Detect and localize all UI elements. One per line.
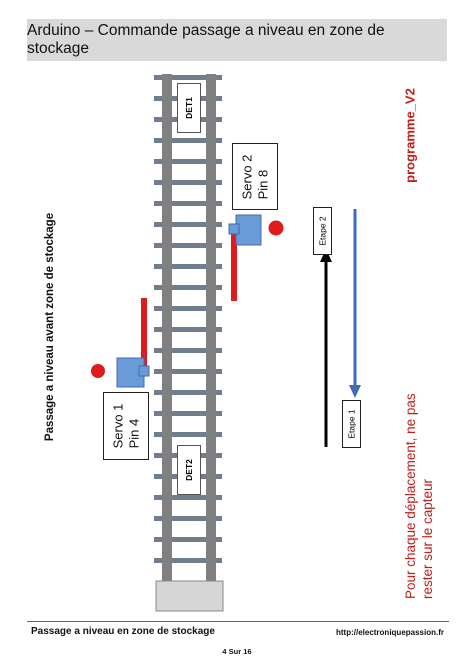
railway-tie (154, 411, 222, 416)
page-header: Arduino – Commande passage a niveau en z… (27, 19, 447, 61)
arrow-etape-1-head (349, 385, 361, 398)
railway-tie (154, 348, 222, 353)
etape-2-box: Etape 2 (313, 207, 332, 255)
railway-tie (154, 432, 222, 437)
barrier-1 (141, 298, 147, 366)
footer-url: http://electroniquepassion.fr (335, 628, 444, 637)
etape-1-label: Etape 1 (346, 409, 357, 439)
servo-2-arm (228, 223, 240, 235)
railway-tie (154, 495, 222, 500)
etape-2-label: Etape 2 (317, 216, 328, 246)
right-rail (206, 74, 216, 584)
page-title: Arduino – Commande passage a niveau en z… (27, 22, 385, 57)
det1-box: DET1 (177, 83, 201, 133)
servo-1-label: Servo 1 Pin 4 (103, 392, 149, 460)
railway-tie (154, 159, 222, 164)
railway-tie (154, 390, 222, 395)
railway-tie (154, 201, 222, 206)
note-line-1: Pour chaque déplacement, ne pas (403, 393, 418, 599)
railway-tie (154, 264, 222, 269)
railway-tie (154, 558, 222, 563)
note-line-2: rester sur le capteur (420, 478, 435, 599)
det2-label: DET2 (183, 459, 194, 481)
servo-1-pin: Pin 4 (126, 418, 141, 449)
servo-1-name: Servo 1 (110, 403, 125, 449)
servo-1-arm (138, 365, 150, 377)
railway-tie (154, 306, 222, 311)
railway-tie (154, 243, 222, 248)
arrow-etape-2-head (320, 249, 332, 262)
note-text: Pour chaque déplacement, ne pas rester s… (402, 379, 438, 599)
footer-divider (27, 621, 449, 622)
railway-tie (154, 180, 222, 185)
det1-label: DET1 (183, 97, 194, 119)
railway-tie (154, 327, 222, 332)
servo-2-led (268, 220, 284, 236)
barrier-2 (231, 231, 237, 301)
railway-tie (154, 537, 222, 542)
servo-1-led (91, 364, 105, 378)
railway-tie (154, 369, 222, 374)
footer-title: Passage a niveau en zone de stockage (31, 626, 215, 637)
servo-2-pin: Pin 8 (255, 169, 270, 199)
railway-tie (154, 285, 222, 290)
track-end-block (155, 580, 224, 612)
railway-tie (154, 222, 222, 227)
etape-1-box: Etape 1 (342, 400, 361, 448)
railway-tie (154, 138, 222, 143)
railway-tie (154, 516, 222, 521)
servo-2-name: Servo 2 (239, 154, 254, 199)
railway-tie (154, 75, 222, 80)
left-rail (162, 74, 172, 584)
page-number: 4 Sur 16 (222, 647, 252, 656)
servo-2-label: Servo 2 Pin 8 (232, 143, 278, 210)
servo-2-body (235, 214, 262, 246)
det2-box: DET2 (177, 445, 201, 495)
